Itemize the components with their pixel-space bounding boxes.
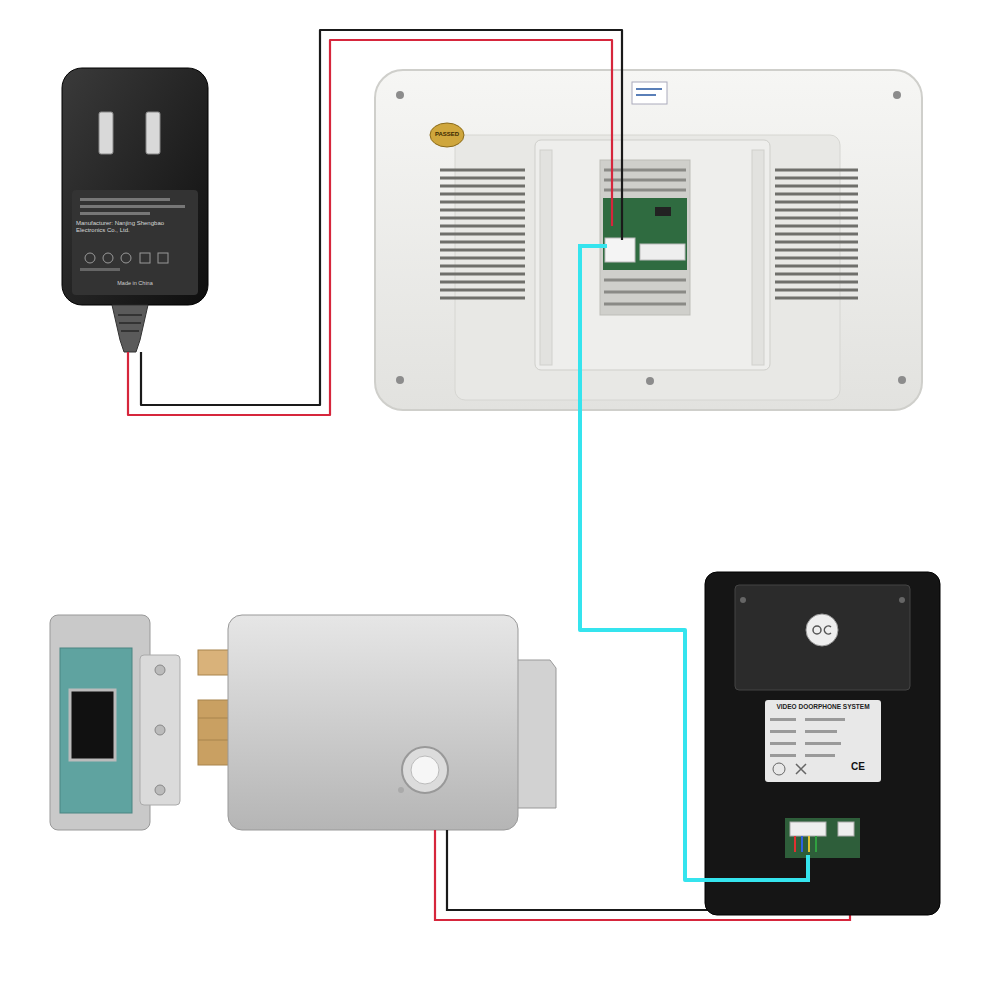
door-station [705, 572, 940, 915]
signal-cable [580, 410, 705, 880]
wire [580, 410, 705, 880]
power-wire-pair [128, 30, 622, 415]
ce-mark: CE [846, 761, 870, 773]
door-station-box: VIDEO DOORPHONE SYSTEM CE [705, 572, 940, 915]
wire [128, 40, 612, 415]
indoor-monitor [375, 70, 922, 410]
sticker-text: PASSED [430, 131, 464, 138]
product-label-title: VIDEO DOORPHONE SYSTEM [767, 703, 879, 710]
indoor-monitor-box: PASSED [375, 70, 922, 410]
adapter-spec-text: Manufacturer: Nanjing Shengbao Electroni… [76, 220, 194, 234]
power-adapter-box: Manufacturer: Nanjing Shengbao Electroni… [62, 68, 208, 352]
origin-text: Made in China [96, 280, 174, 286]
power-adapter [62, 68, 208, 352]
wire [141, 30, 622, 405]
